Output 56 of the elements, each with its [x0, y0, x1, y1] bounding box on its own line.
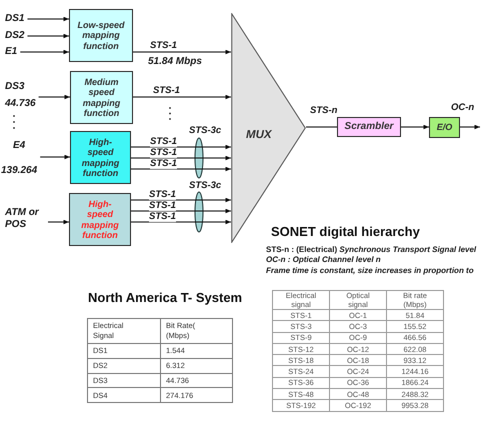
arrow [460, 124, 480, 130]
node-label: E/O [436, 122, 452, 133]
note-text: Frame time is constant, size increases in proportion to [266, 266, 475, 276]
arrow [133, 94, 231, 100]
arrow [131, 156, 231, 160]
section-title: SONET digital hierarchy [271, 224, 420, 240]
mapping-function-box [69, 193, 131, 246]
rate-label: 51.84 Mbps [148, 56, 202, 67]
arrow [133, 50, 231, 54]
node-label: High-speed mapping function [80, 198, 120, 240]
edge-label: OC-n [451, 103, 474, 113]
signal-label: E4 [12, 140, 26, 152]
edge-label: STS-1 [149, 200, 176, 210]
edge-label: STS-1 [149, 190, 176, 200]
connector-line [306, 126, 337, 128]
arrow [131, 220, 231, 224]
signal-label: DS3 [5, 81, 24, 93]
arrow [131, 144, 231, 150]
arrow [38, 94, 70, 100]
edge-label: STS-1 [150, 41, 177, 51]
signal-label: ATM or POS [5, 207, 40, 231]
process-box [337, 117, 401, 137]
edge-label: STS-1 [149, 212, 176, 222]
arrow [48, 220, 69, 224]
arrow [131, 208, 231, 214]
mapping-function-box [70, 71, 133, 124]
note-text: OC-n : Optical Channel level n [266, 255, 382, 266]
edge-label: STS-1 [150, 136, 177, 146]
arrow [27, 34, 69, 38]
node-label: Low-speed mapping function [76, 20, 126, 52]
rate-label: 44.736 [5, 98, 36, 110]
mapping-function-box [70, 131, 131, 184]
note-text: STS-n : (Electrical) Synchronous Transport Signal level [266, 244, 478, 255]
node-label: High-speed mapping function [80, 136, 120, 178]
arrow [131, 166, 231, 172]
rate-label: 139.264 [1, 165, 38, 177]
edge-label: STS-1 [150, 148, 177, 158]
edge-label: STS-1 [153, 86, 180, 96]
mapping-function-box [69, 9, 133, 62]
signal-label: E1 [5, 46, 18, 58]
edge-label: STS-n [310, 106, 338, 116]
arrow [27, 16, 69, 22]
node-label: Medium speed mapping function [82, 76, 122, 118]
bundle-label: STS-3c [189, 126, 222, 136]
node-label: MUX [246, 128, 272, 142]
signal-label: DS1 [5, 13, 24, 25]
edge-label: STS-1 [150, 158, 177, 168]
node-label: Scrambler [344, 121, 394, 133]
section-title: North America T- System [88, 290, 242, 306]
arrow [20, 50, 69, 54]
bundle-label: STS-3c [189, 181, 222, 191]
arrow [401, 124, 429, 130]
signal-label: DS2 [5, 30, 24, 42]
arrow [40, 154, 70, 160]
arrow [131, 198, 231, 202]
process-box [429, 117, 460, 138]
